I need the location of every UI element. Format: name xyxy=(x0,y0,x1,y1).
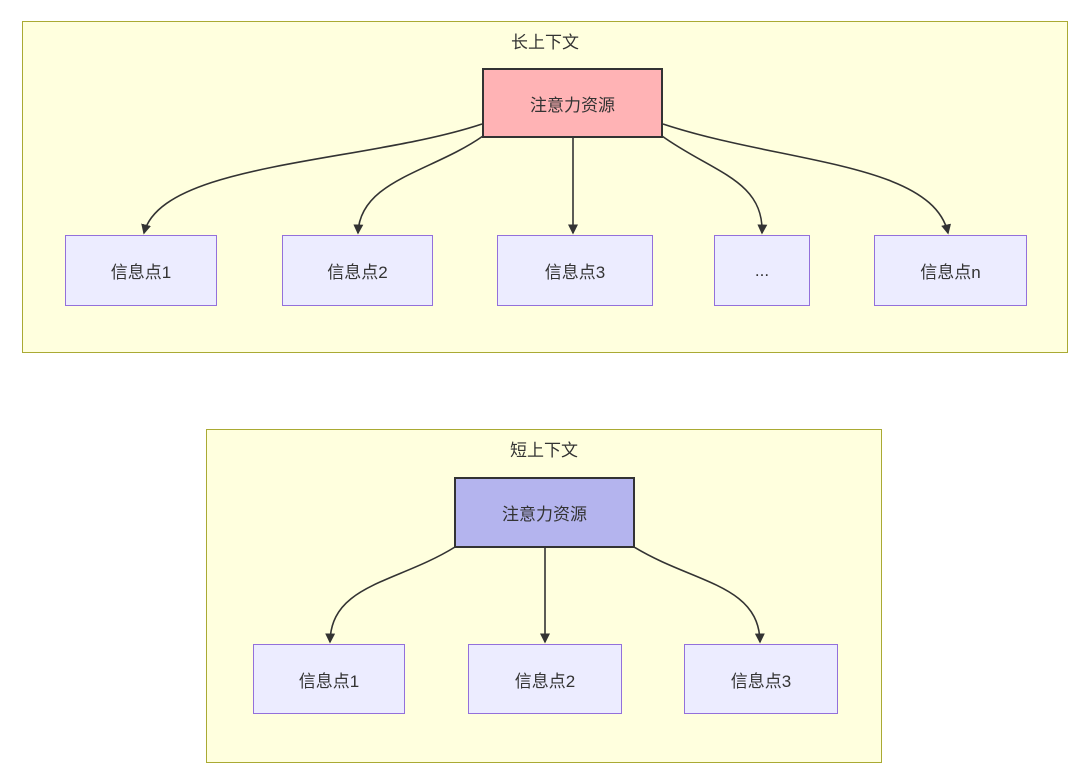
info-node-long-1: 信息点1 xyxy=(65,235,217,306)
attention-node-short: 注意力资源 xyxy=(454,477,635,548)
short-context-title: 短上下文 xyxy=(510,441,578,460)
info-node-long-n: 信息点n xyxy=(874,235,1027,306)
info-node-short-1: 信息点1 xyxy=(253,644,405,714)
info-node-long-3: 信息点3 xyxy=(497,235,653,306)
info-node-short-2: 信息点2 xyxy=(468,644,622,714)
attention-node-long: 注意力资源 xyxy=(482,68,663,138)
long-context-title: 长上下文 xyxy=(511,33,579,52)
info-node-short-3: 信息点3 xyxy=(684,644,838,714)
info-node-long-ellipsis: ... xyxy=(714,235,810,306)
info-node-long-2: 信息点2 xyxy=(282,235,433,306)
